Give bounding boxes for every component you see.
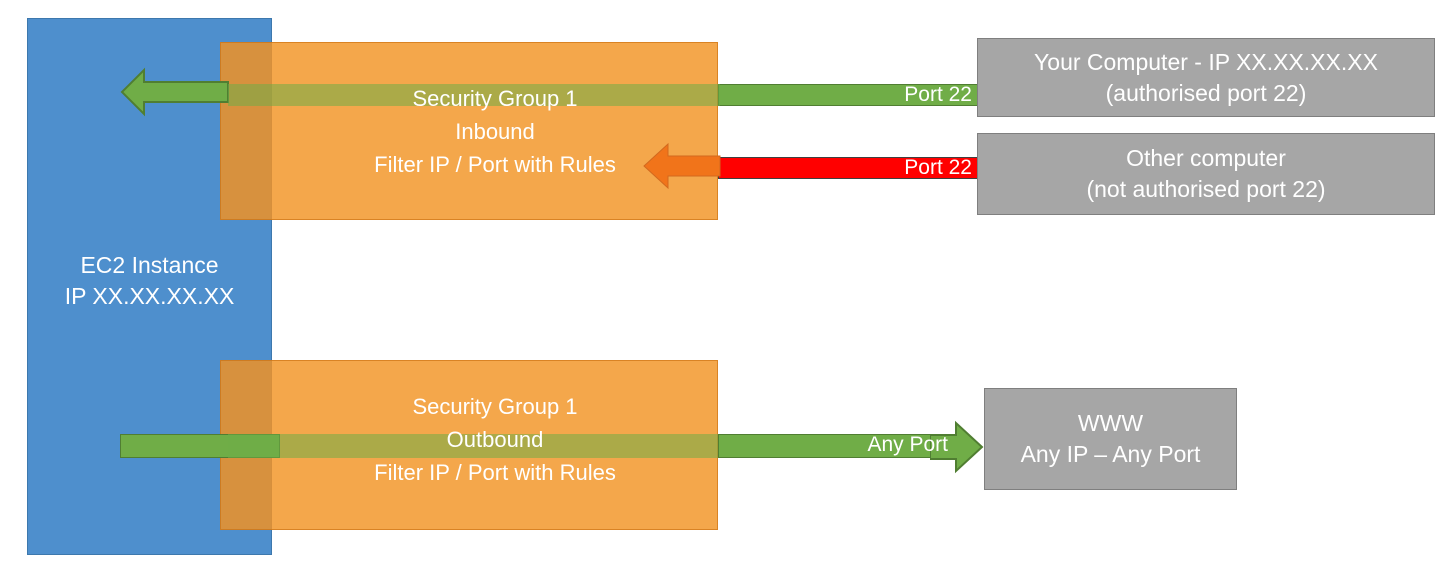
your-computer-title: Your Computer - IP XX.XX.XX.XX	[1034, 48, 1378, 75]
outbound-traffic-arrow-icon	[930, 420, 984, 474]
your-computer-note: (authorised port 22)	[1105, 79, 1307, 106]
outbound-connector-bar-to-www	[718, 434, 960, 458]
www-note: Any IP – Any Port	[1020, 441, 1201, 467]
allowed-traffic-arrow-icon	[120, 67, 229, 117]
endpoint-www-box: WWW Any IP – Any Port	[984, 388, 1237, 490]
security-group-inbound-box	[220, 42, 718, 220]
allowed-traffic-shaft-through-security-group	[228, 84, 720, 106]
other-computer-title: Other computer	[1126, 145, 1286, 171]
blocked-inbound-connector-bar	[718, 157, 978, 179]
endpoint-other-computer-box: Other computer (not authorised port 22)	[977, 133, 1435, 215]
allowed-inbound-connector-bar	[718, 84, 978, 106]
other-computer-note: (not authorised port 22)	[1086, 176, 1326, 202]
endpoint-your-computer-box: Your Computer - IP XX.XX.XX.XX (authoris…	[977, 38, 1435, 117]
outbound-traffic-shaft-through-security-group	[228, 434, 720, 458]
blocked-traffic-arrow-icon	[643, 142, 721, 190]
www-title: WWW	[1077, 410, 1144, 436]
